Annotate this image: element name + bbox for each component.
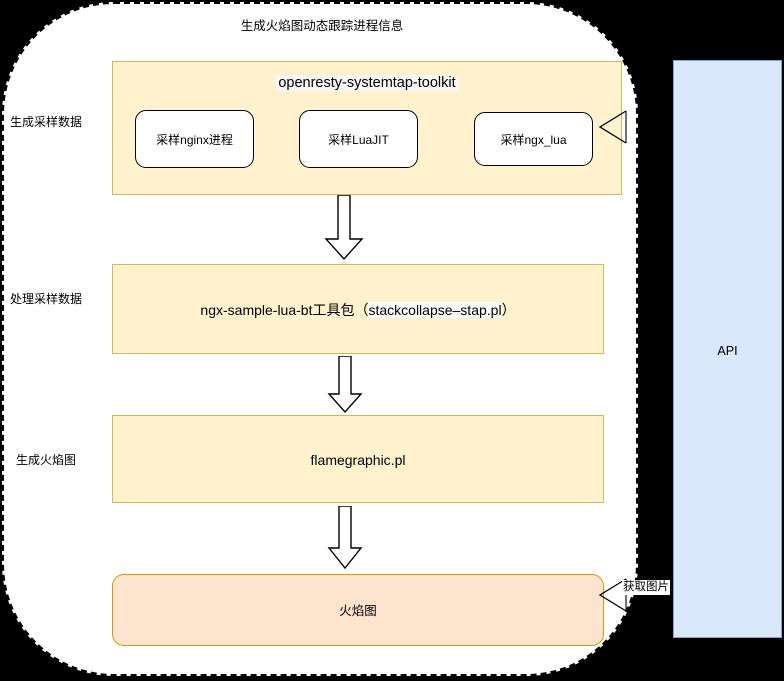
sampler-card-nginx-label: 采样nginx进程 — [156, 132, 233, 147]
arrow-process-to-flamegen — [327, 355, 363, 419]
api-label: API — [717, 344, 738, 358]
flamegraph-generator-box[interactable]: flamegraphic.pl — [112, 415, 604, 503]
process-label-highlight: stackcollapse–stap.pl — [368, 302, 502, 318]
flamegraph-generator-label: flamegraphic.pl — [310, 452, 406, 468]
sampler-card-nginx[interactable]: 采样nginx进程 — [135, 110, 254, 168]
flamegraph-result-box[interactable]: 火焰图 — [112, 574, 604, 646]
api-box[interactable]: API — [673, 60, 782, 638]
diagram-outer-container: 生成火焰图动态跟踪进程信息 生成采样数据 处理采样数据 生成火焰图 openre… — [2, 2, 638, 676]
connector-api-to-flamegraph-label: 获取图片 — [622, 580, 670, 595]
stage-label-flamegraph: 生成火焰图 — [16, 453, 77, 467]
flamegraph-result-label: 火焰图 — [339, 604, 377, 618]
stage-label-sampling: 生成采样数据 — [10, 115, 83, 129]
connector-api-to-toolkit — [598, 110, 628, 149]
process-box[interactable]: ngx-sample-lua-bt工具包（stackcollapse–stap.… — [112, 264, 604, 354]
sampler-card-ngx-lua-label: 采样ngx_lua — [500, 132, 567, 147]
diagram-title: 生成火焰图动态跟踪进程信息 — [240, 19, 404, 33]
toolkit-title: openresty-systemtap-toolkit — [276, 75, 458, 91]
arrow-flamegen-to-flamegraph — [327, 505, 363, 575]
process-label-prefix: ngx-sample-lua-bt工具包（ — [200, 302, 369, 318]
sampler-card-luajit[interactable]: 采样LuaJIT — [299, 110, 418, 168]
sampler-card-luajit-label: 采样LuaJIT — [328, 132, 389, 147]
process-label: ngx-sample-lua-bt工具包（stackcollapse–stap.… — [113, 300, 603, 320]
process-label-suffix: ） — [501, 302, 516, 318]
sampler-card-ngx-lua[interactable]: 采样ngx_lua — [474, 112, 593, 166]
arrow-toolkit-to-process — [324, 194, 364, 266]
stage-label-processing: 处理采样数据 — [10, 292, 83, 306]
